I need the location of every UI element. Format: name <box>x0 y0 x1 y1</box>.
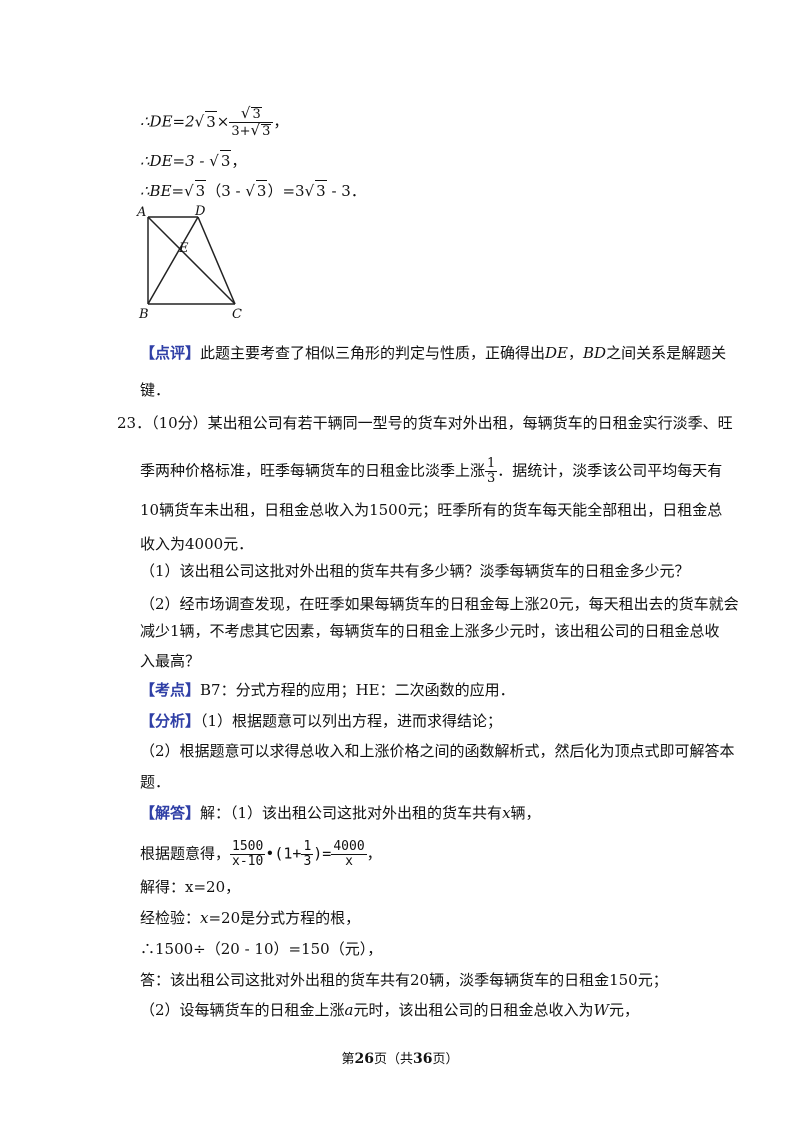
fenxi-line-1: 【分析】（1）根据题意可以列出方程，进而求得结论； <box>140 711 502 731</box>
solution-line-2: ∴DE=3 - √3， <box>140 150 246 171</box>
text: 元， <box>608 1001 639 1019</box>
solution-line-3: ∴BE=√3（3 - √3）=3√3 - 3． <box>140 180 366 200</box>
sqrt-value: 3 <box>205 110 217 131</box>
label-a: A <box>136 205 146 220</box>
text: （3 - <box>206 182 246 200</box>
question-23-sub-2c: 入最高？ <box>140 652 201 670</box>
text: (1+ <box>274 844 302 863</box>
fraction-denominator: 3+√3 <box>231 121 272 139</box>
text: 元时，该出租公司的日租金总收入为 <box>353 1001 594 1019</box>
text: 季两种价格标准，旺季每辆货车的日租金比淡季上涨 <box>140 461 486 480</box>
text: （2）设每辆货车的日租金上涨 <box>140 1001 345 1019</box>
comment-line-1: 【点评】此题主要考查了相似三角形的判定与性质，正确得出DE，BD之间关系是解题关 <box>140 343 726 363</box>
fenxi-tag: 【分析】 <box>140 712 201 730</box>
question-23-sub-2b: 减少1辆，不考虑其它因素，每辆货车的日租金上涨多少元时，该出租公司的日租金总收 <box>140 622 720 640</box>
question-23-line-3: 10辆货车未出租，日租金总收入为1500元；旺季所有的货车每天能全部租出，日租金… <box>140 501 723 519</box>
label-b: B <box>138 307 149 322</box>
text: ， <box>568 344 584 362</box>
sqrt-symbol: √ <box>209 152 219 170</box>
variable-x: x <box>200 909 209 927</box>
punct: ， <box>231 152 247 170</box>
fraction-numerator: √3 <box>229 106 274 123</box>
comment-line-2: 键． <box>140 381 171 399</box>
sqrt-symbol: √ <box>194 112 205 131</box>
text: 页） <box>432 1052 459 1067</box>
jieda-solve: 解得：x=20， <box>140 878 241 896</box>
text: - 3． <box>326 182 366 200</box>
jieda-check: 经检验：x=20是分式方程的根， <box>140 908 360 928</box>
question-23-sub-2a: （2）经市场调查发现，在旺季如果每辆货车的日租金每上涨20元，每天租出去的货车就… <box>140 595 739 613</box>
text: 页（共 <box>373 1052 413 1067</box>
dot: • <box>265 844 275 863</box>
de-expression: ∴DE=2 <box>140 112 195 131</box>
question-23-sub-1: （1）该出租公司这批对外出租的货车共有多少辆？淡季每辆货车的日租金多少元？ <box>140 562 690 580</box>
fenxi-line-2: （2）根据题意可以求得总收入和上涨价格之间的函数解析式，然后化为顶点式即可解答本 <box>140 742 735 760</box>
page-total: 36 <box>413 1051 433 1067</box>
text: ．据统计，淡季该公司平均每天有 <box>497 461 723 480</box>
text: 辆， <box>510 804 541 822</box>
text: BD <box>583 344 607 362</box>
sqrt-value: 3 <box>219 150 232 170</box>
label-c: C <box>232 307 242 322</box>
variable-w: W <box>593 1001 609 1019</box>
jieda-calc: ∴1500÷（20 - 10）=150（元）， <box>140 940 383 958</box>
page-number: 26 <box>354 1051 374 1067</box>
fenxi-line-3: 题． <box>140 773 171 791</box>
text: =20是分式方程的根， <box>208 909 361 927</box>
trapezoid-figure: A D E B C <box>136 204 242 322</box>
page-footer: 第26页（共36页） <box>0 1048 800 1067</box>
kaodian-line: 【考点】B7：分式方程的应用；HE：二次函数的应用． <box>140 680 515 700</box>
jieda-part-2: （2）设每辆货车的日租金上涨a元时，该出租公司的日租金总收入为W元， <box>140 1000 639 1020</box>
text: （1）根据题意可以列出方程，进而求得结论； <box>200 712 503 730</box>
jieda-answer: 答：该出租公司这批对外出租的货车共有20辆，淡季每辆货车的日租金150元； <box>140 971 668 989</box>
sqrt-value: 3 <box>255 180 268 200</box>
text: )= <box>313 844 332 863</box>
question-23-header: 23．（10分）某出租公司有若干辆同一型号的货车对外出租，每辆货车的日租金实行淡… <box>117 414 733 432</box>
be-expression: ∴BE= <box>140 182 185 200</box>
diagonal-ac <box>147 216 236 305</box>
label-e: E <box>178 241 189 256</box>
text: 第 <box>341 1052 355 1067</box>
text: 经检验： <box>140 909 201 927</box>
text: B7：分式方程的应用；HE：二次函数的应用． <box>200 681 515 699</box>
times-sign: × <box>216 112 230 131</box>
text: 之间关系是解题关 <box>606 344 727 362</box>
variable-x: x <box>502 804 511 822</box>
text: 解：（1）该出租公司这批对外出租的货车共有 <box>200 804 503 822</box>
comment-tag: 【点评】 <box>140 344 201 362</box>
diagonal-bd <box>147 216 199 305</box>
de-result: ∴DE=3 - <box>140 152 210 170</box>
jieda-line-1: 【解答】解：（1）该出租公司这批对外出租的货车共有x辆， <box>140 803 541 823</box>
label-d: D <box>194 204 206 219</box>
segment-dc <box>197 216 236 305</box>
text: ， <box>366 844 382 863</box>
sqrt-value: 3 <box>315 180 327 200</box>
text: 根据题意得， <box>140 844 231 863</box>
kaodian-tag: 【考点】 <box>140 681 201 699</box>
question-23-line-4: 收入为4000元． <box>140 535 254 553</box>
sqrt-value: 3 <box>194 180 207 200</box>
text: DE <box>545 344 569 362</box>
punct: ， <box>273 112 289 131</box>
jieda-tag: 【解答】 <box>140 804 201 822</box>
text: ）=3 <box>267 182 305 200</box>
text: 此题主要考查了相似三角形的判定与性质，正确得出 <box>200 344 546 362</box>
variable-a: a <box>344 1001 354 1019</box>
